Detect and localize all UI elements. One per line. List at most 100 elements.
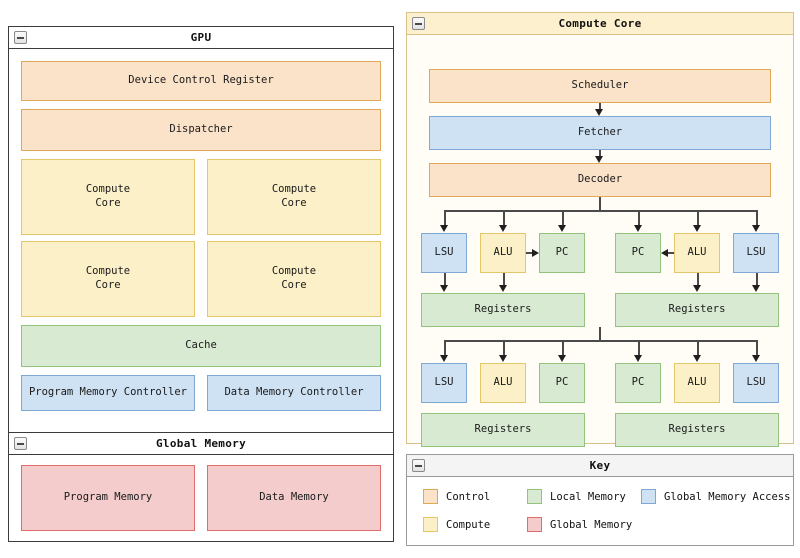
- arrowhead-r3-u1: [440, 355, 449, 362]
- bus-drop-r2-u2: [697, 210, 699, 227]
- arrowhead-r1-u3: [558, 225, 567, 232]
- block-decoder[interactable]: Decoder: [429, 163, 771, 197]
- block-thread1-registers[interactable]: Registers: [421, 293, 585, 327]
- block-thread2-registers[interactable]: Registers: [615, 293, 779, 327]
- collapse-minus-icon[interactable]: [14, 31, 27, 44]
- block-thread1-lsu[interactable]: LSU: [421, 233, 467, 273]
- block-thread3-pc[interactable]: PC: [539, 363, 585, 403]
- block-thread2-lsu[interactable]: LSU: [733, 233, 779, 273]
- block-thread3-alu[interactable]: ALU: [480, 363, 526, 403]
- arrowhead-thread1-lsu-registers: [440, 285, 449, 292]
- arrowhead-r2-u2: [693, 225, 702, 232]
- bus-drop-r2-u1: [638, 210, 640, 227]
- arrowhead-thread2-alu-registers: [693, 285, 702, 292]
- arrowhead-r3-u3: [558, 355, 567, 362]
- key-swatch-global-memory-access: [641, 489, 656, 504]
- panel-compute-core: Compute Core Scheduler Fetcher Decoder: [406, 12, 794, 447]
- arrowhead-thread1-alu-to-pc: [532, 249, 539, 258]
- arrowhead-r4-u2: [693, 355, 702, 362]
- bus-drop-r2-u3: [756, 210, 758, 227]
- panel-global-memory-header: Global Memory: [9, 433, 393, 455]
- block-thread4-alu[interactable]: ALU: [674, 363, 720, 403]
- key-swatch-global-memory: [527, 517, 542, 532]
- block-program-memory[interactable]: Program Memory: [21, 465, 195, 531]
- block-cache[interactable]: Cache: [21, 325, 381, 367]
- arrowhead-r1-u1: [440, 225, 449, 232]
- connector-thread2-alu-to-pc: [667, 252, 674, 254]
- panel-gpu: GPU Device Control Register Dispatcher C…: [8, 26, 394, 435]
- bus-drop-r4-u3: [756, 340, 758, 357]
- arrowhead-fetcher-to-decoder: [595, 156, 604, 163]
- connector-thread2-alu-to-registers: [697, 273, 699, 287]
- block-thread4-lsu[interactable]: LSU: [733, 363, 779, 403]
- block-thread3-registers[interactable]: Registers: [421, 413, 585, 447]
- key-entry-control: Control: [423, 489, 490, 504]
- block-thread4-registers[interactable]: Registers: [615, 413, 779, 447]
- key-swatch-local-memory: [527, 489, 542, 504]
- arrowhead-r2-u1: [634, 225, 643, 232]
- connector-scheduler-to-fetcher: [599, 103, 601, 112]
- arrowhead-scheduler-to-fetcher: [595, 109, 604, 116]
- bus-decoder-stem: [599, 197, 601, 211]
- arrowhead-thread1-alu-registers: [499, 285, 508, 292]
- panel-key-header: Key: [407, 455, 793, 477]
- bus-drop-r1-u1: [444, 210, 446, 227]
- panel-global-memory-title: Global Memory: [156, 437, 246, 450]
- block-thread1-pc[interactable]: PC: [539, 233, 585, 273]
- panel-global-memory-body: Program Memory Data Memory: [9, 455, 393, 541]
- panel-key-title: Key: [589, 459, 611, 472]
- block-compute-core-4[interactable]: Compute Core: [207, 241, 381, 317]
- key-label-global-memory-access: Global Memory Access: [664, 490, 791, 503]
- arrowhead-r4-u1: [634, 355, 643, 362]
- panel-key: Key Control Local Memory Global Memory A…: [406, 454, 794, 546]
- arrowhead-r1-u2: [499, 225, 508, 232]
- block-dispatcher[interactable]: Dispatcher: [21, 109, 381, 151]
- block-thread4-pc[interactable]: PC: [615, 363, 661, 403]
- block-device-control-register[interactable]: Device Control Register: [21, 61, 381, 101]
- block-data-memory-controller[interactable]: Data Memory Controller: [207, 375, 381, 411]
- block-fetcher[interactable]: Fetcher: [429, 116, 771, 150]
- key-entry-global-memory: Global Memory: [527, 517, 632, 532]
- collapse-minus-icon[interactable]: [412, 459, 425, 472]
- block-compute-core-1[interactable]: Compute Core: [21, 159, 195, 235]
- bus-drop-r4-u1: [638, 340, 640, 357]
- key-label-global-memory: Global Memory: [550, 518, 633, 531]
- connector-thread2-lsu-to-registers: [756, 273, 758, 287]
- key-swatch-control: [423, 489, 438, 504]
- panel-compute-core-body: Scheduler Fetcher Decoder LSU A: [407, 35, 793, 447]
- key-entry-local-memory: Local Memory: [527, 489, 626, 504]
- block-data-memory[interactable]: Data Memory: [207, 465, 381, 531]
- bus-row2-stem: [599, 327, 601, 341]
- block-program-memory-controller[interactable]: Program Memory Controller: [21, 375, 195, 411]
- panel-compute-core-title: Compute Core: [558, 17, 642, 30]
- arrowhead-r3-u2: [499, 355, 508, 362]
- bus-decoder-rail: [444, 210, 756, 212]
- bus-drop-r3-u1: [444, 340, 446, 357]
- block-scheduler[interactable]: Scheduler: [429, 69, 771, 103]
- collapse-minus-icon[interactable]: [412, 17, 425, 30]
- bus-drop-r1-u2: [503, 210, 505, 227]
- block-compute-core-3[interactable]: Compute Core: [21, 241, 195, 317]
- key-label-compute: Compute: [446, 518, 491, 531]
- block-thread3-lsu[interactable]: LSU: [421, 363, 467, 403]
- connector-fetcher-to-decoder: [599, 150, 601, 159]
- panel-gpu-title: GPU: [190, 31, 212, 44]
- arrowhead-r2-u3: [752, 225, 761, 232]
- arrowhead-thread2-alu-to-pc: [661, 249, 668, 258]
- block-thread2-alu[interactable]: ALU: [674, 233, 720, 273]
- block-compute-core-2[interactable]: Compute Core: [207, 159, 381, 235]
- panel-compute-core-header: Compute Core: [407, 13, 793, 35]
- panel-key-body: Control Local Memory Global Memory Acces…: [407, 477, 793, 545]
- key-label-control: Control: [446, 490, 491, 503]
- key-entry-compute: Compute: [423, 517, 490, 532]
- key-label-local-memory: Local Memory: [550, 490, 626, 503]
- block-thread2-pc[interactable]: PC: [615, 233, 661, 273]
- block-thread1-alu[interactable]: ALU: [480, 233, 526, 273]
- bus-drop-r4-u2: [697, 340, 699, 357]
- connector-thread1-lsu-to-registers: [444, 273, 446, 287]
- collapse-minus-icon[interactable]: [14, 437, 27, 450]
- connector-thread1-alu-to-registers: [503, 273, 505, 287]
- connector-thread1-alu-to-pc: [526, 252, 533, 254]
- bus-drop-r3-u2: [503, 340, 505, 357]
- bus-row2-rail: [444, 340, 756, 342]
